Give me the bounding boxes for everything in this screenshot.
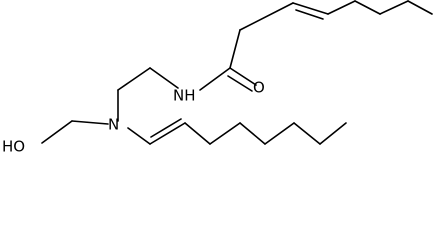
- bond-carbonyl-outer: [229, 67, 257, 86]
- bond-c2-c1: [229, 29, 241, 69]
- bond-c5-c4: [327, 0, 356, 15]
- hydroxyethyl-arm: [41, 120, 109, 144]
- bond-chain-2: [209, 122, 241, 145]
- bond-ch2-ch2: [117, 67, 151, 91]
- hydroxyl-ho-label: HO: [2, 138, 25, 156]
- octenyl-chain: [127, 118, 347, 145]
- bond-chain-6: [319, 122, 347, 145]
- bond-vinyl-double-inner: [150, 118, 182, 138]
- octenoyl-chain: [199, 0, 433, 92]
- bond-nh-ch2: [149, 67, 179, 89]
- bond-n-vinyl: [127, 127, 151, 145]
- bond-c3-c2: [239, 2, 294, 31]
- amide-nh-label: NH: [173, 87, 196, 105]
- bond-vinyl-double-outer: [149, 122, 186, 145]
- ethylene-linker: [117, 67, 179, 122]
- carbonyl-oxygen-label: O: [253, 79, 265, 97]
- bond-n-ch2-hydroxyethyl: [71, 120, 109, 125]
- bond-chain-3: [239, 122, 266, 145]
- bond-c1-nh: [199, 67, 231, 91]
- tertiary-amine-n-label: N: [108, 116, 119, 134]
- bond-c8-c7: [407, 0, 433, 15]
- bond-c6-c5: [354, 0, 381, 15]
- bond-chain-5: [293, 122, 321, 145]
- bond-c7-c6: [379, 0, 409, 15]
- bond-chain-1: [184, 122, 211, 145]
- bond-chain-4: [264, 122, 295, 145]
- molecule-diagram: NH O N HO: [2, 0, 433, 156]
- bond-ch2-ch2-hydroxyethyl: [41, 120, 73, 144]
- bond-c4-c3-double-inner: [295, 9, 324, 20]
- bond-c4-c3-double-outer: [292, 2, 329, 15]
- bond-carbonyl-inner: [227, 75, 253, 92]
